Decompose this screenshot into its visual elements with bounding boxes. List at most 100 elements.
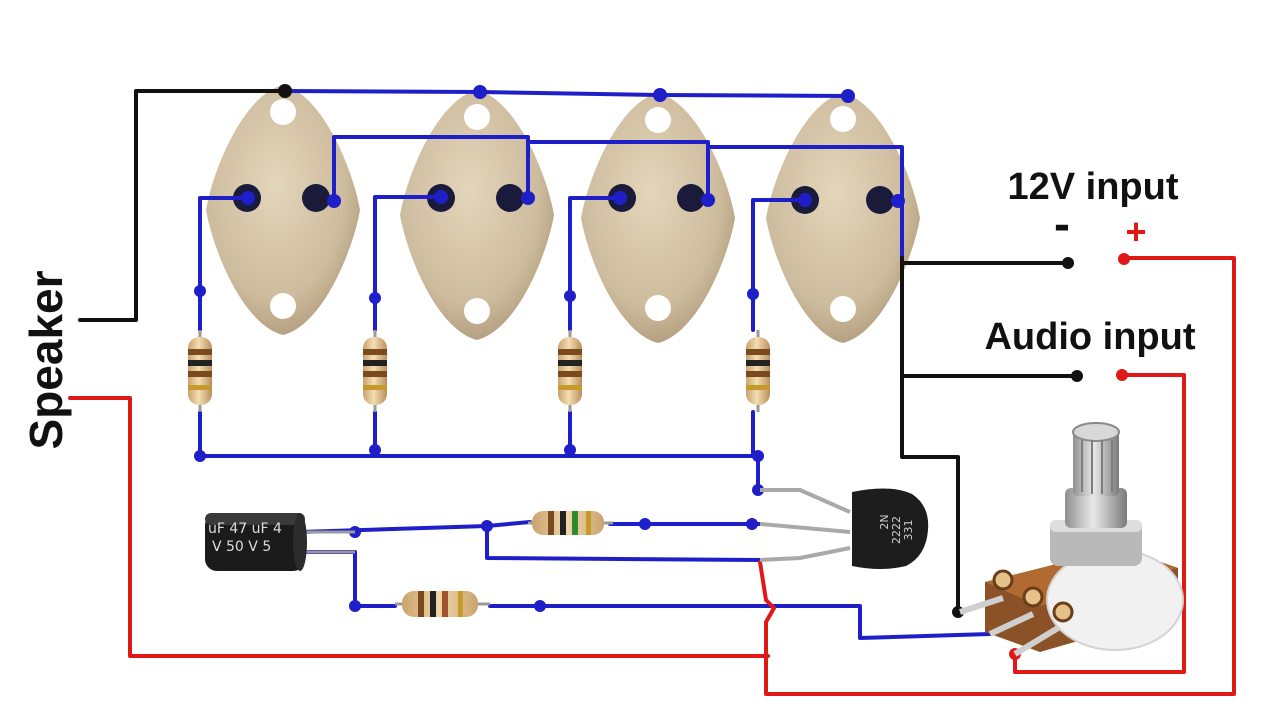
resistor-to-pot: [488, 604, 992, 640]
base-resistor-4: [746, 330, 770, 412]
transistor-marking-3: 331: [902, 520, 915, 541]
supply-label: 12V input: [1007, 166, 1178, 208]
feedback-wire: [485, 524, 762, 562]
junction-dot: [701, 193, 715, 207]
resistor-body: [532, 511, 604, 535]
base-wire-4: [751, 198, 807, 332]
base-resistor-2: [363, 330, 387, 412]
electrolytic-capacitor: uF 47 uF 4 V 50 V 5: [205, 513, 355, 571]
junction-dot: [349, 600, 361, 612]
junction-dot: [613, 191, 627, 205]
junction-dot: [434, 190, 448, 204]
audio-ground-dot: [1071, 370, 1083, 382]
transistor-leg: [759, 546, 851, 562]
potentiometer: [959, 422, 1184, 657]
minus-terminal-dot: [1062, 257, 1074, 269]
power-transistor-4: [766, 93, 920, 343]
junction-dot: [564, 290, 576, 302]
junction-dot: [841, 89, 855, 103]
pot-pin: [988, 611, 1035, 637]
junction-dot: [327, 194, 341, 208]
transistor-case: [766, 93, 920, 343]
junction-dot: [278, 84, 292, 98]
capacitor-body: [205, 513, 305, 571]
junction-dot: [752, 450, 764, 462]
mounting-hole-bottom: [645, 295, 671, 321]
audio-hot-wire: [1013, 373, 1186, 674]
emitter-bus-2: [526, 140, 710, 202]
collector-supply-wire: [758, 256, 1236, 696]
mounting-hole-bottom: [830, 296, 856, 322]
mounting-hole-top: [464, 104, 490, 130]
pot-bushing: [1065, 488, 1127, 528]
junction-dot: [752, 484, 764, 496]
junction-dot: [746, 518, 758, 530]
driver-transistor: 2N 2222 331: [759, 488, 929, 569]
collector-bus: [283, 89, 850, 98]
junction-dot: [521, 191, 535, 205]
emitter-pin: [677, 184, 705, 212]
audio-hot-dot: [1116, 369, 1128, 381]
mounting-hole-top: [830, 106, 856, 132]
mounting-hole-top: [645, 107, 671, 133]
plus-terminal-dot: [1118, 253, 1130, 265]
transistor-body: [852, 488, 929, 569]
pot-shaft: [1073, 430, 1119, 496]
junction-dot: [564, 444, 576, 456]
emitter-pin: [866, 186, 894, 214]
bias-resistor: [395, 591, 490, 617]
emitter-bus: [332, 135, 530, 203]
speaker-ground-wire: [78, 89, 287, 322]
positive-wires: [68, 256, 1236, 696]
junction-dot: [241, 191, 255, 205]
capacitor-marking-2: V 50 V 5: [212, 539, 271, 555]
power-transistor-2: [400, 90, 554, 340]
base-resistor-3: [558, 330, 582, 412]
speaker-positive-wire: [68, 396, 770, 658]
resistor-body: [402, 591, 478, 617]
speaker-label: Speaker: [20, 270, 72, 449]
ground-wires: [78, 89, 1077, 614]
supply-ground-wire: [900, 256, 960, 614]
transistor-marking-1: 2N: [878, 514, 891, 529]
junction-dot: [369, 292, 381, 304]
capacitor-marking-1: uF 47 uF 4: [208, 521, 282, 537]
emitter-pin: [302, 184, 330, 212]
base-bottom-bus: [198, 410, 802, 492]
power-transistor-1: [206, 85, 360, 335]
signal-junctions: [194, 85, 905, 612]
base-resistor-1: [188, 330, 212, 412]
junction-dot: [798, 193, 812, 207]
transistor-case: [206, 85, 360, 335]
emitter-bus-3: [706, 145, 904, 260]
junction-dot: [369, 444, 381, 456]
junction-dot: [747, 288, 759, 300]
mounting-hole-bottom: [270, 293, 296, 319]
transistor-case: [400, 90, 554, 340]
pot-pin: [1013, 625, 1060, 657]
cap-lower-wire: [298, 550, 397, 608]
junction-dot: [194, 450, 206, 462]
transistor-leg: [760, 488, 851, 514]
base-wire-2: [373, 195, 443, 332]
supply-minus-label: -: [1054, 198, 1070, 251]
supply-plus-label: +: [1125, 211, 1146, 252]
input-resistor: [528, 511, 613, 535]
mounting-hole-top: [270, 99, 296, 125]
junction-dot: [481, 520, 493, 532]
junction-dot: [653, 88, 667, 102]
junction-dot: [639, 518, 651, 530]
transistor-leg: [759, 522, 851, 534]
transistor-case: [581, 93, 735, 343]
base-wire-3: [568, 196, 622, 332]
junction-dot: [534, 600, 546, 612]
junction-dot: [891, 194, 905, 208]
power-transistor-3: [581, 93, 735, 343]
pot-pin: [959, 595, 1004, 615]
pot-pad: [1052, 601, 1074, 623]
mounting-hole-bottom: [464, 298, 490, 324]
audio-input-label: Audio input: [984, 316, 1195, 358]
junction-dot: [473, 85, 487, 99]
transistor-marking-2: 2222: [890, 516, 903, 544]
